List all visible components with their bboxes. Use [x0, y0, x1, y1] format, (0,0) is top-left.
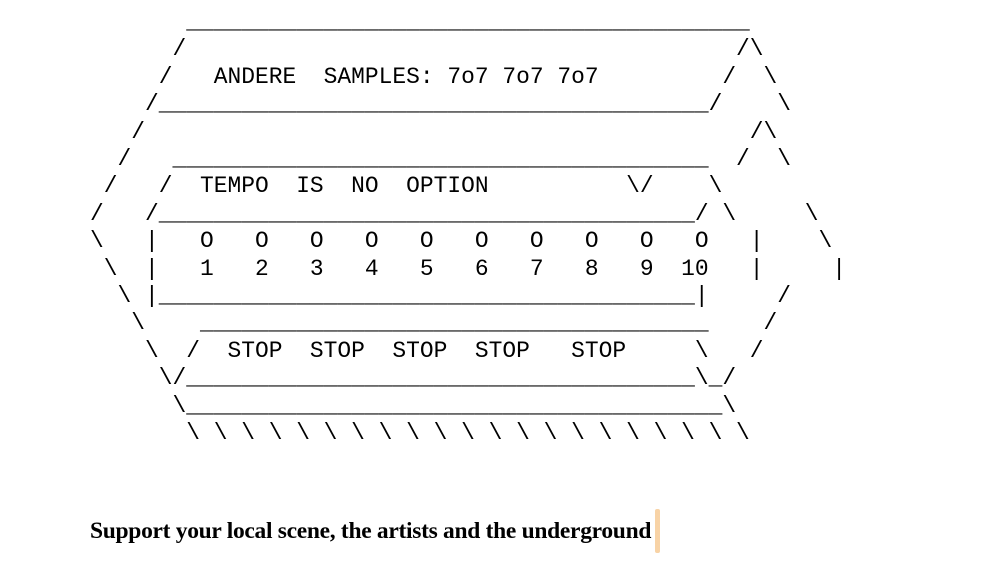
editor-line[interactable]: Support your local scene, the artists an…	[90, 508, 661, 554]
caption-text: Support your local scene, the artists an…	[90, 517, 652, 544]
ascii-art-sampler: ________________________________________…	[90, 9, 847, 447]
text-cursor-caret	[655, 509, 661, 553]
